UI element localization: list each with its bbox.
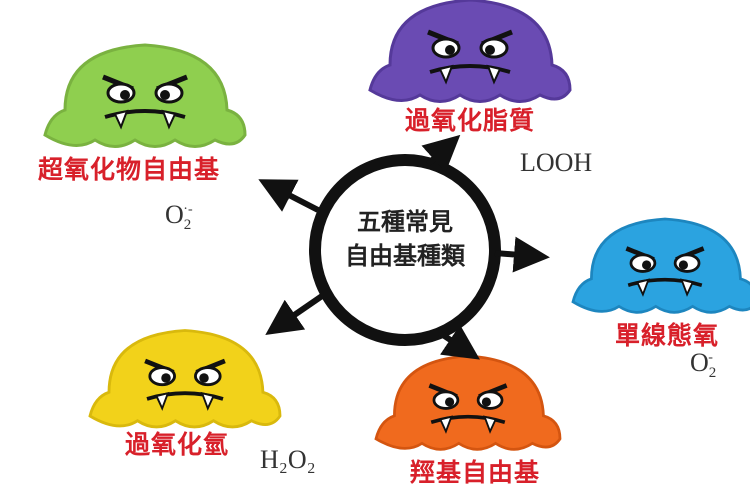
label-hydroxyl-radical: 羥基自由基	[410, 458, 541, 487]
label-lipid-peroxide: 過氧化脂質	[405, 106, 536, 135]
center-title: 五種常見 自由基種類	[345, 208, 465, 270]
formula-looh: LOOH	[520, 148, 593, 177]
yellow-blob	[88, 329, 282, 429]
formula-superoxide: O2·-	[165, 200, 193, 234]
label-hydrogen-peroxide: 過氧化氫	[125, 430, 230, 459]
label-superoxide: 超氧化物自由基	[38, 155, 221, 184]
arrows	[258, 134, 550, 360]
center-circle	[309, 154, 501, 346]
orange-blob	[374, 354, 562, 451]
purple-blob	[368, 0, 572, 103]
blue-blob	[571, 217, 750, 314]
formula-singlet-oxygen: O2-	[690, 348, 717, 382]
label-singlet-oxygen: 單線態氧	[615, 321, 720, 350]
green-blob	[43, 43, 247, 148]
formula-h2o2: H₂O₂	[260, 445, 316, 474]
